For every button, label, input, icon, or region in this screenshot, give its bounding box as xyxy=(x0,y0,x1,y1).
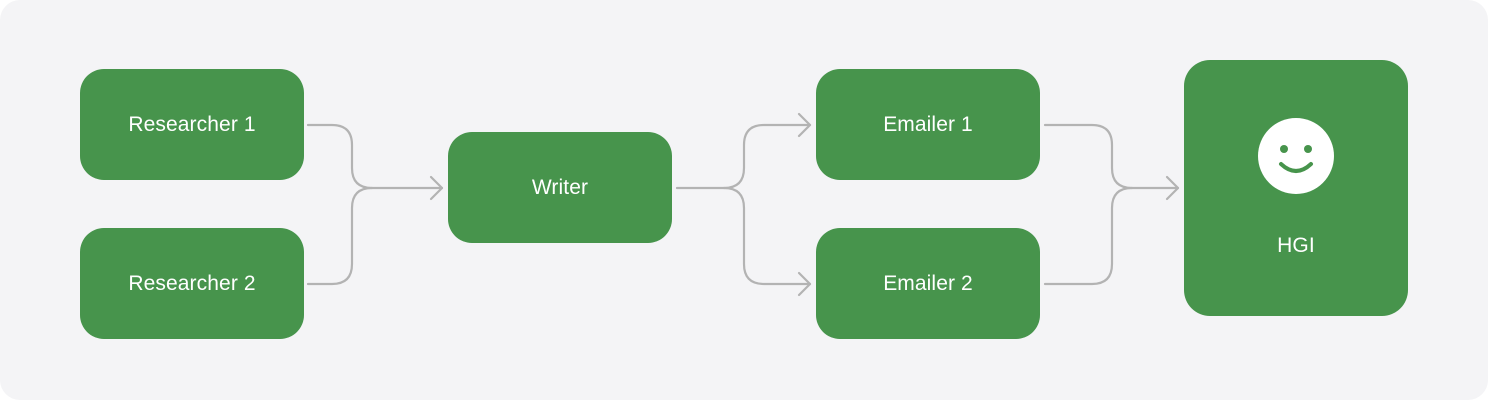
node-label: Researcher 1 xyxy=(128,112,256,136)
edge-researcher-1-to-writer xyxy=(306,123,444,190)
node-label: HGI xyxy=(1277,234,1315,257)
edge-researcher-2-to-writer xyxy=(306,186,374,286)
node-writer[interactable]: Writer xyxy=(448,132,672,243)
node-hgi[interactable]: HGI xyxy=(1184,60,1408,316)
edge-writer-to-emailer-1 xyxy=(675,123,812,190)
arrowhead-emailer-2 xyxy=(797,271,812,297)
node-researcher-2[interactable]: Researcher 2 xyxy=(80,228,304,339)
node-label: Researcher 2 xyxy=(128,271,256,295)
node-label: Emailer 1 xyxy=(883,112,973,136)
node-researcher-1[interactable]: Researcher 1 xyxy=(80,69,304,180)
node-emailer-2[interactable]: Emailer 2 xyxy=(816,228,1040,339)
node-label: Emailer 2 xyxy=(883,271,973,295)
node-label: Writer xyxy=(531,175,589,199)
edge-emailer-2-to-hgi xyxy=(1043,186,1134,286)
edge-writer-to-emailer-2 xyxy=(722,186,812,286)
arrowhead-hgi xyxy=(1165,175,1180,201)
arrowhead-emailer-1 xyxy=(797,112,812,138)
node-emailer-1[interactable]: Emailer 1 xyxy=(816,69,1040,180)
arrowhead-writer xyxy=(429,175,444,201)
smiley-face-icon xyxy=(1258,118,1334,194)
edge-emailer-1-to-hgi xyxy=(1043,123,1180,190)
